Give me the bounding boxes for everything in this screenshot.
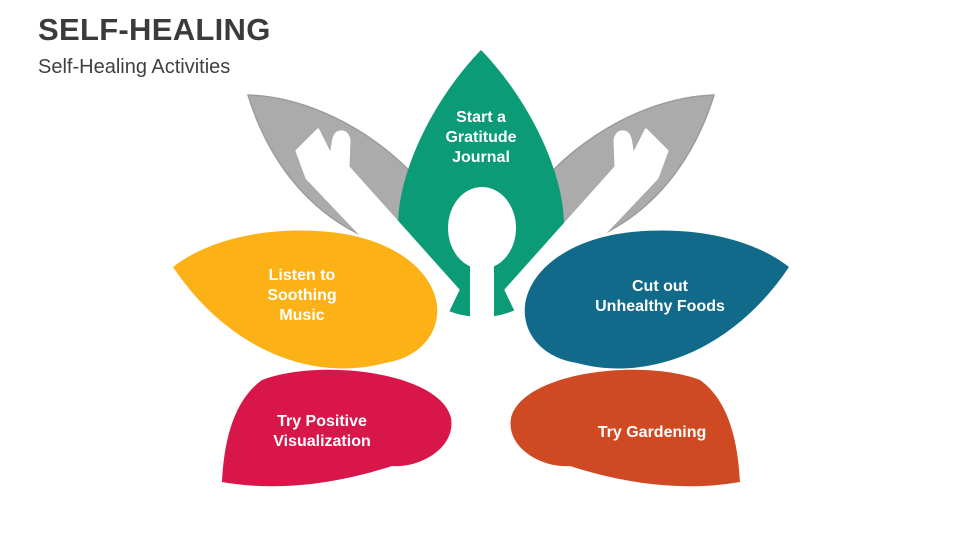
page-subtitle: Self-Healing Activities	[38, 56, 231, 78]
person-head-icon	[448, 187, 516, 269]
petal-label-positive-visualization: Try Positive Visualization	[273, 413, 371, 450]
page-title: SELF-HEALING	[38, 12, 271, 47]
petal-left-lower-red	[222, 369, 452, 487]
petal-label-try-gardening: Try Gardening	[597, 424, 707, 441]
petal-label-unhealthy-foods: Cut out Unhealthy Foods	[595, 278, 725, 315]
petal-right-upper-blue	[524, 230, 789, 369]
petal-top-green	[398, 50, 564, 317]
petal-label-soothing-music: Listen to Soothing Music	[267, 267, 337, 324]
petal-right-lower-orange	[510, 369, 740, 487]
person-neck	[470, 250, 494, 320]
petal-left-upper-yellow	[173, 230, 438, 369]
petal-label-gratitude-journal: Start a Gratitude Journal	[445, 109, 517, 166]
